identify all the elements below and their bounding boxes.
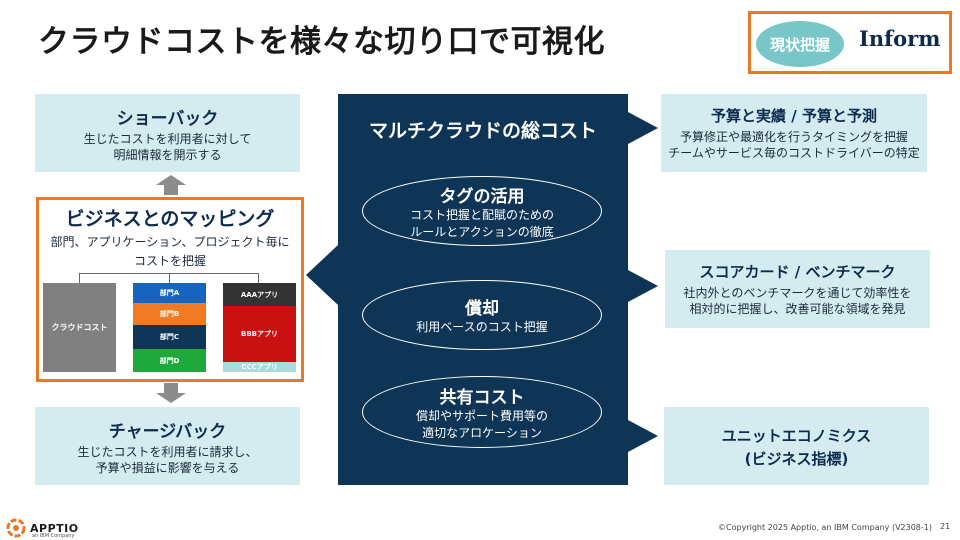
phase-pill: 現状把握: [756, 21, 844, 67]
dept-c-segment: 部門C: [133, 325, 206, 349]
right-pointer-3: [628, 420, 658, 452]
shared-cost-ellipse: 共有コスト 償却やサポート費用等の 適切なアロケーション: [362, 376, 602, 448]
chargeback-desc-1: 生じたコストを利用者に請求し、: [77, 445, 258, 459]
mapping-title: ビジネスとのマッピング: [65, 208, 275, 230]
phase-badge: 現状把握 Inform: [748, 11, 952, 74]
app-ccc-segment: CCCアプリ: [223, 362, 296, 372]
page-number: 21: [940, 522, 951, 531]
chargeback-desc-2: 予算や損益に影響を与える: [95, 461, 240, 476]
amortization-title: 償却: [465, 299, 499, 320]
tagging-title: タグの活用: [439, 187, 525, 208]
unit-economics-subtitle: (ビジネス指標): [744, 450, 849, 468]
left-pointer: [306, 245, 338, 305]
mapping-box: ビジネスとのマッピング 部門、アプリケーション、プロジェクト毎に コストを把握 …: [36, 197, 304, 382]
scorecard-title: スコアカード / ベンチマーク: [699, 263, 896, 281]
budget-box: 予算と実績 / 予算と予測 予算修正や最適化を行うタイミングを把握 チームやサー…: [661, 94, 927, 172]
budget-title: 予算と実績 / 予算と予測: [711, 107, 877, 125]
showback-desc-1: 生じたコストを利用者に対して: [83, 132, 252, 146]
unit-economics-box: ユニットエコノミクス (ビジネス指標): [664, 407, 929, 485]
scorecard-desc-1: 社内外とのベンチマークを通じて効率性を: [683, 286, 912, 300]
cloud-cost-bar: クラウドコスト: [43, 283, 116, 372]
chargeback-title: チャージバック: [108, 422, 227, 442]
shared-cost-desc-2: 適切なアロケーション: [422, 425, 542, 440]
arrow-down-icon: [156, 383, 186, 403]
dept-b-segment: 部門B: [133, 303, 206, 325]
apptio-logo-icon: [6, 518, 26, 538]
phase-label: Inform: [859, 26, 941, 51]
tagging-ellipse: タグの活用 コスト把握と配賦のための ルールとアクションの徹底: [362, 176, 602, 246]
showback-desc-2: 明細情報を開示する: [113, 148, 222, 163]
total-cost-panel: マルチクラウドの総コスト タグの活用 コスト把握と配賦のための ルールとアクショ…: [338, 94, 628, 485]
apptio-logo-text: APPTIO: [30, 521, 79, 535]
scorecard-desc-2: 相対的に把握し、改善可能な領域を発見: [689, 302, 906, 317]
chargeback-box: チャージバック 生じたコストを利用者に請求し、 予算や損益に影響を与える: [35, 407, 300, 485]
arrow-up-icon: [156, 175, 186, 195]
connector-line: [169, 273, 170, 283]
budget-desc-2: チームやサービス毎のコストドライバーの特定: [668, 146, 920, 161]
right-pointer-1: [628, 112, 658, 144]
dept-a-segment: 部門A: [133, 283, 206, 303]
app-bbb-segment: BBBアプリ: [223, 306, 296, 362]
budget-desc-1: 予算修正や最適化を行うタイミングを把握: [679, 130, 908, 144]
total-cost-title: マルチクラウドの総コスト: [368, 120, 597, 142]
apptio-logo-subtext: an IBM Company: [32, 533, 75, 539]
unit-economics-title: ユニットエコノミクス: [721, 427, 872, 445]
amortization-desc: 利用ベースのコスト把握: [416, 320, 548, 335]
tagging-desc-2: ルールとアクションの徹底: [410, 224, 554, 239]
tagging-desc-1: コスト把握と配賦のための: [409, 208, 554, 223]
page-title: クラウドコストを様々な切り口で可視化: [38, 24, 605, 60]
copyright: ©Copyright 2025 Apptio, an IBM Company (…: [718, 523, 932, 532]
mapping-desc-1: 部門、アプリケーション、プロジェクト毎に: [50, 235, 290, 249]
shared-cost-desc-1: 償却やサポート費用等の: [415, 409, 548, 424]
scorecard-box: スコアカード / ベンチマーク 社内外とのベンチマークを通じて効率性を 相対的に…: [665, 250, 930, 328]
mapping-diagram: クラウドコスト 部門A 部門B 部門C 部門D AAAアプリ BBBアプリ CC…: [43, 273, 297, 375]
shared-cost-title: 共有コスト: [439, 388, 525, 409]
amortization-ellipse: 償却 利用ベースのコスト把握: [362, 280, 602, 350]
dept-d-segment: 部門D: [133, 349, 206, 372]
showback-box: ショーバック 生じたコストを利用者に対して 明細情報を開示する: [35, 94, 300, 172]
mapping-desc-2: コストを把握: [133, 254, 206, 269]
showback-title: ショーバック: [116, 109, 219, 129]
apptio-logo: APPTIO an IBM Company: [6, 517, 79, 539]
app-aaa-segment: AAAアプリ: [223, 283, 296, 306]
right-pointer-2: [628, 270, 658, 302]
